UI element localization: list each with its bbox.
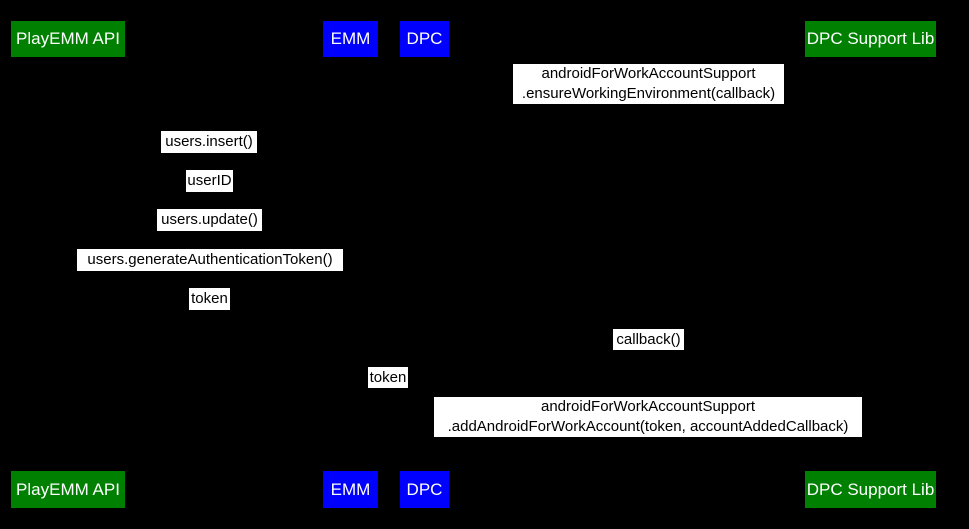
actor-bottom-dpc: DPC	[400, 471, 449, 508]
message-token-to-playemm: token	[189, 288, 230, 310]
actor-bottom-dpc-support-lib: DPC Support Lib	[805, 471, 936, 508]
actor-top-dpc-support-lib: DPC Support Lib	[805, 21, 936, 57]
actor-top-emm: EMM	[323, 21, 378, 57]
actor-bottom-emm: EMM	[323, 471, 378, 508]
actor-top-playemm-api: PlayEMM API	[11, 21, 125, 57]
message-users-insert: users.insert()	[161, 131, 257, 153]
actor-top-dpc: DPC	[400, 21, 449, 57]
message-userid: userID	[186, 170, 233, 192]
message-token-to-dpc: token	[368, 367, 408, 388]
message-add-android-for-work-account: androidForWorkAccountSupport .addAndroid…	[434, 397, 862, 437]
message-users-update: users.update()	[157, 209, 262, 231]
message-callback: callback()	[613, 329, 684, 350]
message-ensure-working-environment: androidForWorkAccountSupport .ensureWork…	[513, 64, 784, 104]
message-generate-authentication-token: users.generateAuthenticationToken()	[77, 249, 343, 271]
actor-bottom-playemm-api: PlayEMM API	[11, 471, 125, 508]
